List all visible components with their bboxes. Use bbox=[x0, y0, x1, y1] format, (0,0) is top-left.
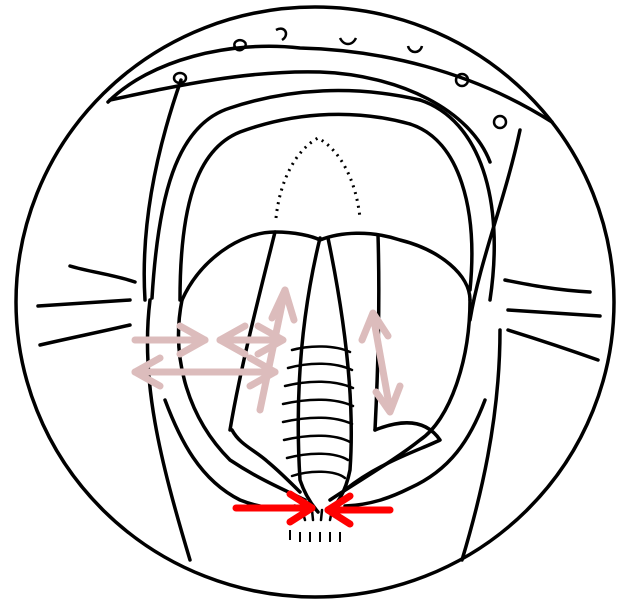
inner-arch-right-2 bbox=[410, 124, 472, 290]
ring-4 bbox=[283, 400, 353, 406]
right-vocal-cord bbox=[328, 238, 351, 512]
tooth-mark bbox=[494, 116, 506, 128]
right-pharynx-inner bbox=[345, 400, 485, 506]
bottom-dashes bbox=[290, 530, 340, 542]
faint-arrows bbox=[135, 290, 400, 412]
tooth-mark bbox=[340, 38, 356, 44]
left-side-line-3 bbox=[40, 325, 130, 345]
glottis-line bbox=[321, 510, 322, 520]
epiglottis-top bbox=[182, 232, 470, 300]
tooth-mark bbox=[276, 29, 286, 40]
right-pharynx-line bbox=[462, 330, 500, 560]
tracheal-rings bbox=[283, 346, 353, 478]
ring-3 bbox=[285, 382, 353, 388]
right-side-line-2 bbox=[508, 310, 600, 316]
ring-7 bbox=[287, 454, 348, 460]
left-pharynx-inner bbox=[165, 400, 295, 508]
ring-2 bbox=[288, 364, 352, 370]
dotted-epiglottis bbox=[276, 138, 360, 218]
ring-5 bbox=[283, 418, 352, 424]
ring-6 bbox=[284, 436, 350, 442]
left-side-line-1 bbox=[70, 266, 135, 282]
right-side-line-3 bbox=[508, 330, 598, 360]
left-fold-outer bbox=[144, 80, 181, 300]
left-side-line-2 bbox=[38, 300, 130, 306]
inner-arch-left-2 bbox=[180, 114, 410, 300]
tooth-mark bbox=[408, 46, 422, 52]
right-side-line-1 bbox=[505, 280, 590, 292]
